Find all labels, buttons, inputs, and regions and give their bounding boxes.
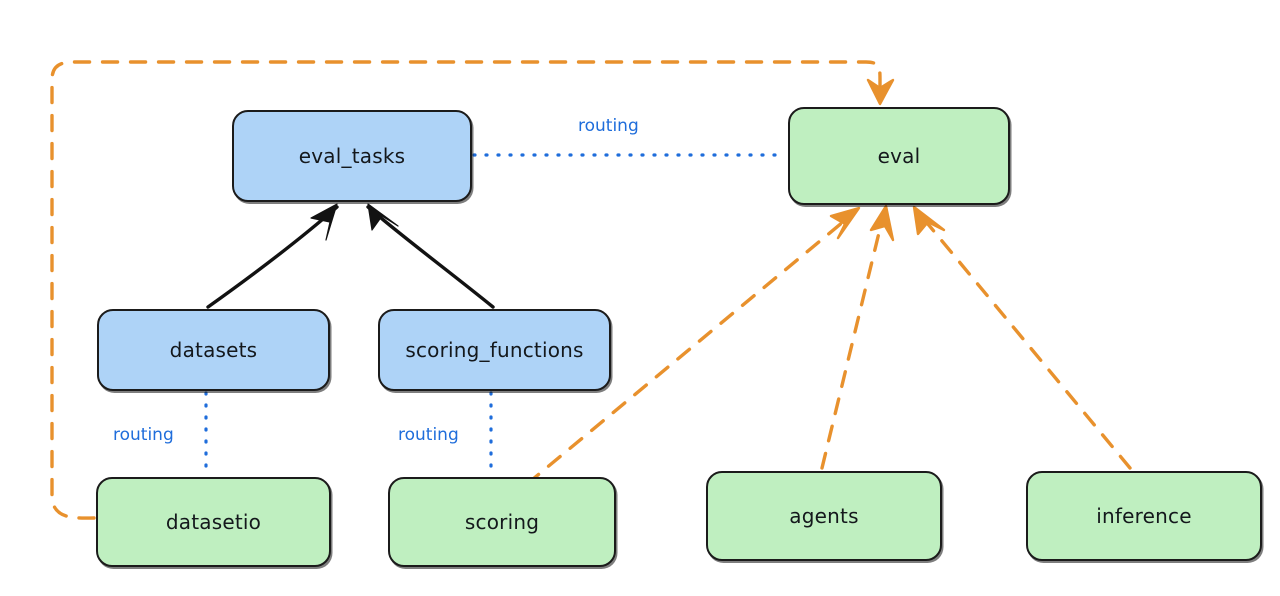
edge-label-routing-datasets: routing: [113, 425, 174, 445]
node-label-scoring: scoring: [464, 510, 540, 534]
node-label-inference: inference: [1096, 504, 1192, 528]
edge-datasets-eval_tasks: [206, 203, 339, 309]
edge-label-routing-scoring: routing: [398, 425, 459, 445]
node-label-scoring-functions: scoring_functions: [405, 338, 584, 362]
node-label-datasets: datasets: [169, 338, 258, 362]
node-datasetio[interactable]: datasetio: [96, 477, 331, 567]
edge-datasetio-eval: [50, 60, 895, 520]
edge-label-routing-eval: routing: [578, 116, 639, 136]
node-scoring[interactable]: scoring: [388, 477, 616, 567]
node-label-datasetio: datasetio: [165, 510, 262, 534]
node-label-agents: agents: [789, 504, 859, 528]
node-datasets[interactable]: datasets: [97, 309, 330, 391]
node-label-eval-tasks: eval_tasks: [298, 144, 406, 168]
node-eval-tasks[interactable]: eval_tasks: [232, 110, 472, 202]
node-scoring-functions[interactable]: scoring_functions: [378, 309, 611, 391]
edge-inference-eval: [912, 205, 1132, 470]
node-eval[interactable]: eval: [788, 107, 1010, 205]
node-inference[interactable]: inference: [1026, 471, 1262, 561]
edge-scoring_functions-eval_tasks: [366, 203, 495, 309]
node-agents[interactable]: agents: [706, 471, 942, 561]
node-label-eval: eval: [877, 144, 921, 168]
edge-agents-eval: [820, 204, 895, 470]
